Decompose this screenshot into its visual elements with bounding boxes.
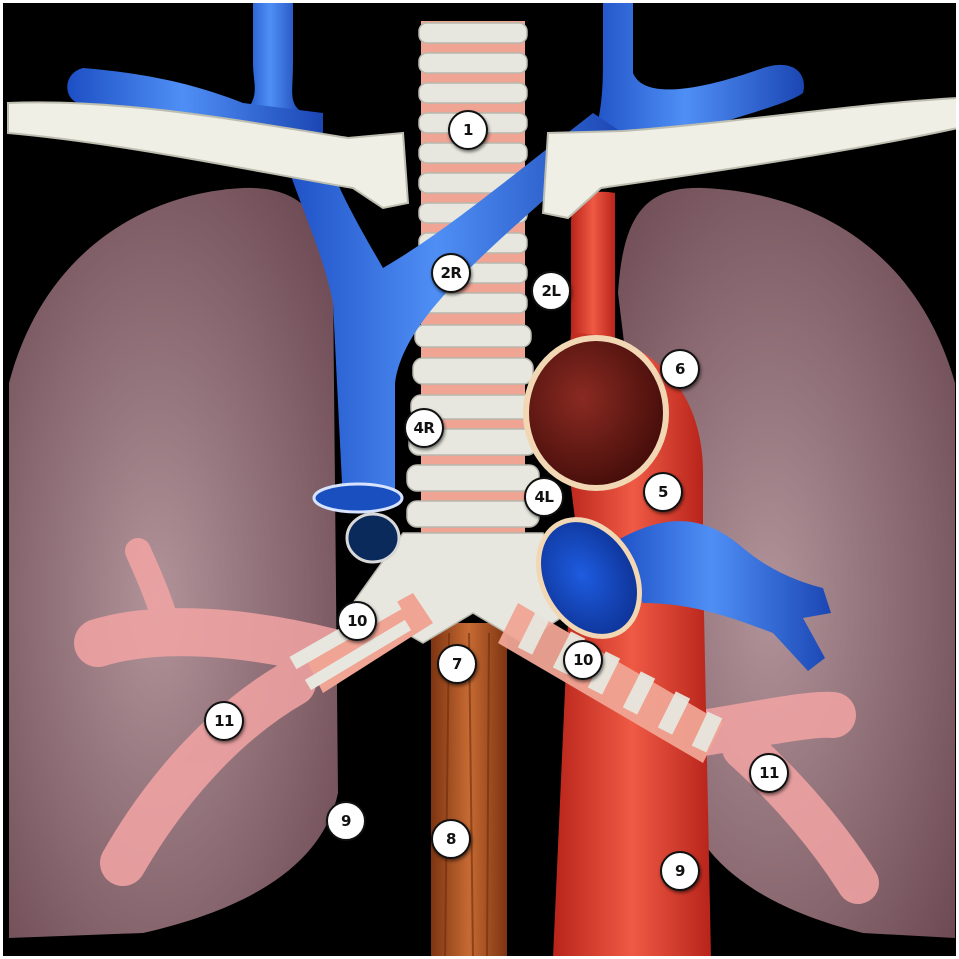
station-2r-label: 2R [431,253,471,293]
station-2l-label: 2L [531,271,571,311]
azygos-vein [347,514,399,562]
station-9-right-label: 9 [326,801,366,841]
station-5-label: 5 [643,472,683,512]
station-1-label: 1 [448,110,488,150]
station-11-left-label: 11 [749,753,789,793]
svc-lumen [314,484,402,512]
left-carotid-artery [571,192,615,348]
station-7-label: 7 [437,644,477,684]
station-10-right-label: 10 [337,601,377,641]
station-8-label: 8 [431,819,471,859]
station-9-left-label: 9 [660,851,700,891]
station-6-label: 6 [660,349,700,389]
aortic-arch-lumen [526,338,666,488]
station-4l-label: 4L [524,477,564,517]
anatomy-illustration [3,3,959,959]
station-10-left-label: 10 [563,640,603,680]
station-4r-label: 4R [404,408,444,448]
station-11-right-label: 11 [204,701,244,741]
